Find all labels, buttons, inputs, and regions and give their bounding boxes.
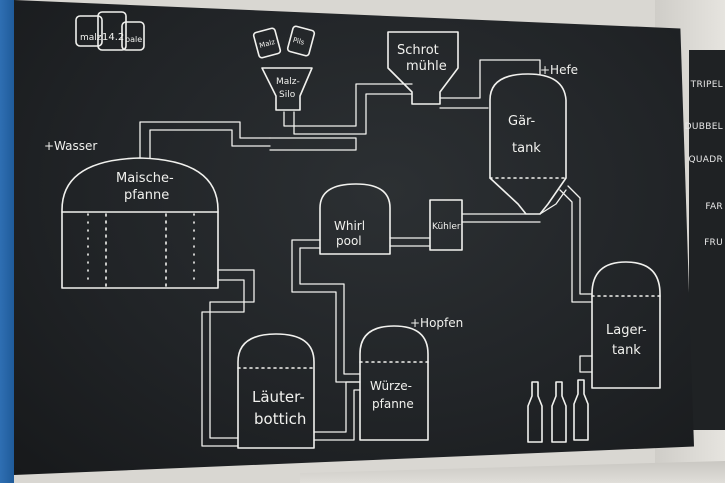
wort-kettle-drawing — [360, 326, 428, 440]
malt-sack-label: malz — [80, 33, 102, 43]
fermentation-tank-drawing — [490, 74, 566, 214]
malt-silo-drawing — [253, 26, 315, 110]
lager-tank-drawing — [592, 262, 660, 388]
side-word: QUADR — [688, 155, 723, 165]
fermentation-tank-label-line2: tank — [512, 141, 541, 156]
lauter-tun-drawing — [238, 334, 314, 448]
fermentation-tank-label-line1: Gär- — [508, 114, 536, 129]
side-word: FAR — [705, 202, 723, 212]
pipes-drawing — [140, 60, 592, 446]
lauter-tun-label-line1: Läuter- — [252, 388, 305, 406]
cooler-drawing — [430, 200, 462, 250]
water-label: +Wasser — [44, 139, 97, 153]
grist-mill-drawing — [388, 32, 458, 104]
cooler-label: Kühler — [432, 222, 461, 232]
side-word: TRIPEL — [690, 80, 723, 90]
yeast-label: +Hefe — [540, 63, 578, 77]
malt-sack-number: 14.2 — [102, 32, 124, 43]
whirlpool-label-line2: pool — [336, 234, 362, 248]
lager-tank-label-line2: tank — [612, 343, 641, 358]
hops-label: +Hopfen — [410, 316, 463, 330]
mash-tun-label-line1: Maische- — [116, 171, 174, 186]
mash-tun-label-line2: pfanne — [124, 188, 169, 203]
whirlpool-drawing — [320, 184, 390, 254]
bottles-drawing — [528, 380, 588, 442]
side-word: FRU — [704, 238, 723, 248]
whirlpool-label-line1: Whirl — [334, 219, 365, 233]
wort-kettle-label-line1: Würze- — [370, 379, 412, 393]
wort-kettle-label-line2: pfanne — [372, 397, 414, 411]
lauter-tun-label-line2: bottich — [254, 410, 306, 428]
grist-mill-label-line2: mühle — [406, 59, 447, 74]
malt-silo-label-line2: Silo — [279, 90, 296, 100]
silo-jar-right-label: Pils — [292, 36, 306, 47]
malt-sacks-drawing — [76, 12, 144, 50]
lager-tank-label-line1: Lager- — [606, 323, 647, 338]
malt-sack-right-label: pale — [125, 35, 142, 44]
side-chalkboard: TRIPEL DUBBEL QUADR FAR FRU — [685, 50, 725, 430]
blue-wall — [0, 0, 14, 483]
silo-jar-left-label: Malz — [258, 38, 276, 50]
malt-silo-label-line1: Malz- — [276, 77, 300, 87]
side-word: DUBBEL — [684, 122, 723, 132]
grist-mill-label-line1: Schrot — [397, 43, 439, 58]
